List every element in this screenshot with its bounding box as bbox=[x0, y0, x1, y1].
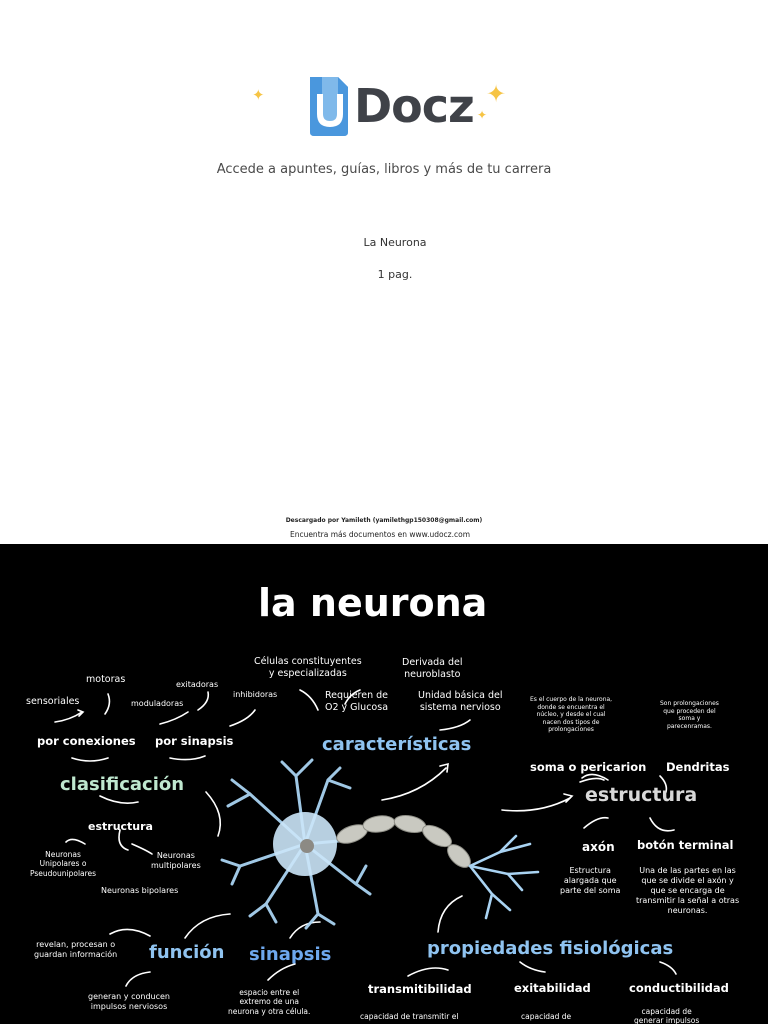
label-conductibilidad: conductibilidad bbox=[629, 981, 729, 995]
neuron-illustration bbox=[54, 689, 677, 987]
label-axon: axón bbox=[582, 840, 615, 854]
label-multipolares: Neuronas multipolares bbox=[151, 851, 201, 870]
label-motoras: motoras bbox=[86, 674, 126, 685]
label-boton-desc: Una de las partes en las que se divide e… bbox=[636, 866, 740, 915]
label-unidad: Unidad básica del sistema nervioso bbox=[418, 690, 503, 713]
label-estructura-clasificacion: estructura bbox=[88, 820, 153, 833]
label-soma: soma o pericarion bbox=[530, 760, 647, 774]
label-requieren: Requieren de O2 y Glucosa bbox=[325, 690, 389, 713]
footer-more-documents[interactable]: Encuentra más documentos en www.udocz.co… bbox=[289, 530, 471, 539]
label-unipolares: Neuronas Unipolares o Pseudounipolares bbox=[30, 850, 97, 878]
label-por-sinapsis: por sinapsis bbox=[155, 734, 234, 748]
label-bipolares: Neuronas bipolares bbox=[101, 886, 179, 895]
label-sensoriales: sensoriales bbox=[26, 696, 80, 707]
neuron-mind-map: la neurona motoras sensoriales exitadora… bbox=[0, 544, 768, 1024]
label-soma-desc: Es el cuerpo de la neurona, donde se enc… bbox=[530, 696, 613, 733]
label-derivada: Derivada del neuroblasto bbox=[402, 657, 463, 680]
label-axon-desc: Estructura alargada que parte del soma bbox=[560, 866, 621, 895]
heading-funcion: función bbox=[149, 942, 225, 963]
heading-propiedades: propiedades fisiológicas bbox=[427, 938, 674, 959]
udocz-logo[interactable]: Docz bbox=[306, 72, 475, 140]
document-title: La Neurona bbox=[363, 236, 427, 249]
sparkle-icon: ✦ bbox=[252, 86, 265, 104]
label-exitabilidad: exitabilidad bbox=[514, 981, 591, 995]
heading-sinapsis: sinapsis bbox=[249, 944, 332, 965]
label-celulas: Células constituyentes y especializadas bbox=[254, 656, 362, 679]
label-transmitibilidad: transmitibilidad bbox=[368, 982, 472, 996]
cover-page: ✦ ✦ ✦ Docz Accede a apuntes, guías, libr… bbox=[216, 72, 552, 539]
label-exitabilidad-desc: capacidad de bbox=[521, 1012, 572, 1021]
label-boton: botón terminal bbox=[637, 838, 734, 852]
heading-estructura: estructura bbox=[585, 784, 698, 806]
label-dendritas: Dendritas bbox=[666, 760, 730, 774]
tagline: Accede a apuntes, guías, libros y más de… bbox=[216, 162, 552, 177]
heading-caracteristicas: características bbox=[322, 734, 472, 755]
label-sinapsis-desc: espacio entre el extremo de una neurona … bbox=[228, 988, 311, 1016]
document-page-count: 1 pag. bbox=[377, 268, 413, 281]
brand-wordmark: Docz bbox=[354, 79, 475, 133]
label-conductibilidad-desc: capacidad de generar impulsos bbox=[634, 1007, 700, 1024]
label-dendritas-desc: Son prolongaciones que proceden del soma… bbox=[660, 700, 719, 730]
label-inhibidoras: inhibidoras bbox=[233, 690, 278, 699]
label-exitadoras: exitadoras bbox=[176, 680, 219, 689]
label-transmitibilidad-desc: capacidad de transmitir el bbox=[360, 1012, 459, 1021]
label-moduladoras: moduladoras bbox=[131, 699, 184, 708]
sparkle-icon: ✦ bbox=[486, 80, 507, 108]
sparkle-icon: ✦ bbox=[477, 108, 488, 122]
label-revelan: revelan, procesan o guardan información bbox=[34, 940, 118, 959]
poster-title: la neurona bbox=[258, 581, 488, 625]
label-generan: generan y conducen impulsos nerviosos bbox=[88, 992, 170, 1011]
label-por-conexiones: por conexiones bbox=[37, 734, 136, 748]
udocz-logo-icon bbox=[310, 77, 348, 136]
heading-clasificacion: clasificación bbox=[60, 774, 185, 795]
footer-downloaded-by: Descargado por Yamileth (yamilethgp15030… bbox=[285, 517, 483, 524]
